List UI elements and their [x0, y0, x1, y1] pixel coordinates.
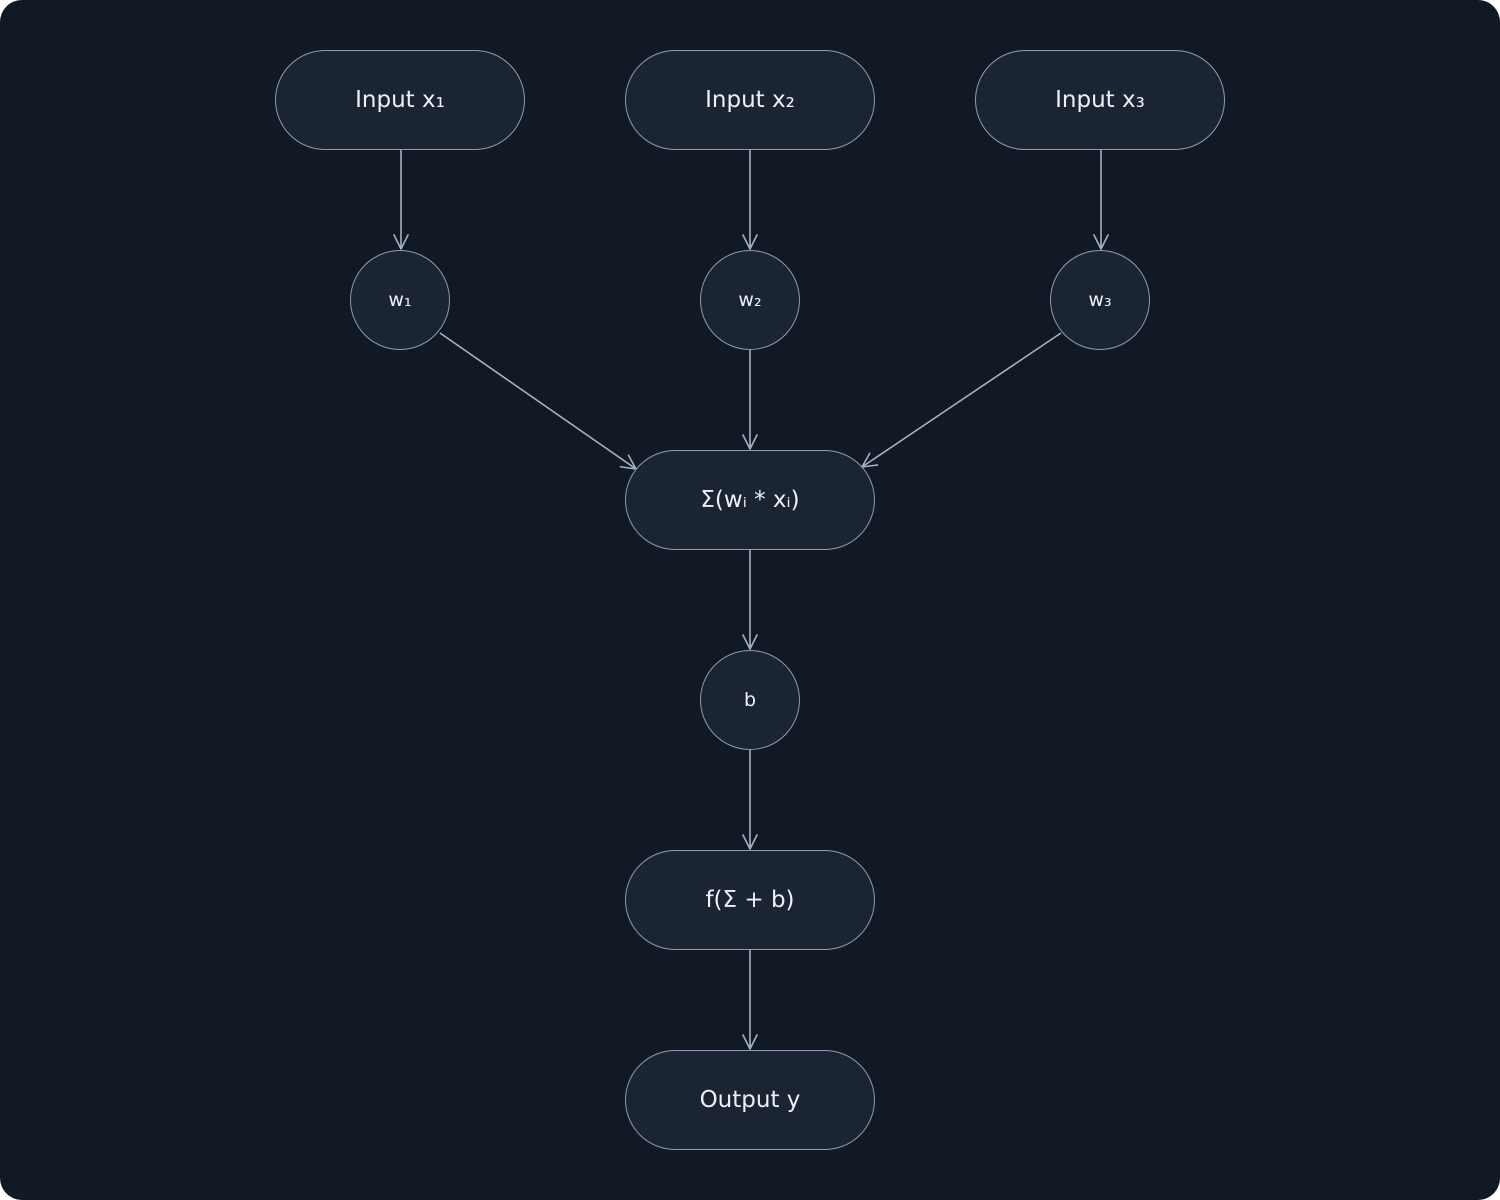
node-weight-w2-label: w₂	[738, 289, 762, 311]
node-weight-w3-label: w₃	[1088, 289, 1112, 311]
node-input-x1: Input x₁	[275, 50, 525, 150]
node-input-x2: Input x₂	[625, 50, 875, 150]
node-activation: f(Σ + b)	[625, 850, 875, 950]
node-bias-label: b	[743, 689, 757, 711]
node-weight-w2: w₂	[700, 250, 800, 350]
node-activation-label: f(Σ + b)	[705, 887, 795, 913]
node-weight-w3: w₃	[1050, 250, 1150, 350]
node-weighted-sum: Σ(wᵢ * xᵢ)	[625, 450, 875, 550]
node-weight-w1-label: w₁	[388, 289, 412, 311]
node-output: Output y	[625, 1050, 875, 1150]
node-output-label: Output y	[699, 1087, 801, 1113]
node-weight-w1: w₁	[350, 250, 450, 350]
node-input-x1-label: Input x₁	[355, 87, 445, 113]
edge-w3-sum	[861, 332, 1062, 468]
node-input-x3: Input x₃	[975, 50, 1225, 150]
node-input-x3-label: Input x₃	[1055, 87, 1145, 113]
node-input-x2-label: Input x₂	[705, 87, 795, 113]
edge-w1-sum	[439, 332, 637, 470]
node-bias: b	[700, 650, 800, 750]
node-weighted-sum-label: Σ(wᵢ * xᵢ)	[700, 487, 800, 513]
